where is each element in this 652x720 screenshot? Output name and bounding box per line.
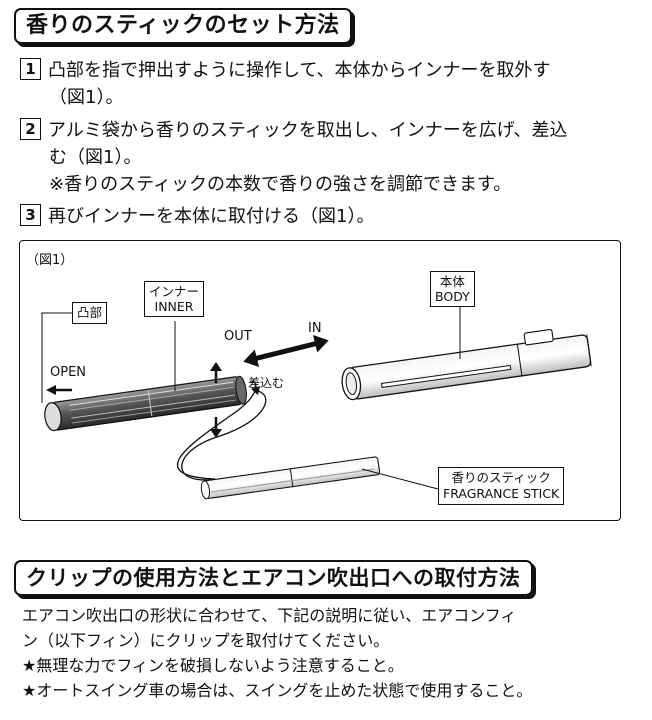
callout-stick: 香りのスティック FRAGRANCE STICK <box>438 467 565 505</box>
step-2: 2 アルミ袋から香りのスティックを取出し、インナーを広げ、差込 む（図1）。 ※香… <box>20 117 567 198</box>
callout-inner: インナー INNER <box>144 281 205 317</box>
body-en-label: BODY <box>435 289 470 304</box>
leader-stick <box>361 468 439 490</box>
step-number: 2 <box>20 118 41 140</box>
inner-jp-label: インナー <box>149 284 200 299</box>
callout-body: 本体 BODY <box>430 271 475 307</box>
step-text: む（図1）。 <box>49 147 142 168</box>
step-3: 3 再びインナーを本体に取付ける（図1）。 <box>20 203 374 230</box>
sashikomu-label: 差込む <box>248 376 285 390</box>
figure-illustration <box>41 307 592 500</box>
clip-instruction-line-1: エアコン吹出口の形状に合わせて、下記の説明に従い、エアコンフィ <box>22 606 517 625</box>
step-text: アルミ袋から香りのスティックを取出し、インナーを広げ、差込 <box>48 120 568 141</box>
step-text: 再びインナーを本体に取付ける（図1）。 <box>48 206 375 227</box>
section-title-clip-usage: クリップの使用方法とエアコン吹出口への取付方法 <box>14 560 533 596</box>
out-label: OUT <box>224 329 252 344</box>
step-note: ※香りのスティックの本数で香りの強さを調節できます。 <box>49 174 512 195</box>
inner-en-label: INNER <box>154 299 194 314</box>
clip-warning-1: ★無理な力でフィンを破損しないよう注意すること。 <box>22 656 404 675</box>
stick-en-label: FRAGRANCE STICK <box>443 486 560 501</box>
step-text: （図1）。 <box>49 87 124 108</box>
inner-tube-drawing <box>44 375 247 432</box>
body-tube-drawing <box>341 328 592 401</box>
in-label: IN <box>308 321 322 336</box>
step-number: 1 <box>20 58 41 80</box>
step-number: 3 <box>20 204 41 226</box>
stick-jp-label: 香りのスティック <box>451 470 551 485</box>
body-jp-label: 本体 <box>439 274 465 289</box>
open-arrow <box>46 385 72 395</box>
figure-caption: （図1） <box>26 253 74 268</box>
totsubu-label: 凸部 <box>77 305 103 320</box>
open-label: OPEN <box>50 365 87 380</box>
figure-1: （図1） 凸部 インナー INNER 本体 BODY 香りのスティック FRAG… <box>19 240 621 521</box>
step-text: 凸部を指で押出すように操作して、本体からインナーを取外す <box>48 60 551 81</box>
clip-warning-2: ★オートスイング車の場合は、スイングを止めた状態で使用すること。 <box>22 681 533 700</box>
fragrance-stick-drawing <box>200 456 381 500</box>
insert-path-curve <box>181 390 267 481</box>
step-1: 1 凸部を指で押出すように操作して、本体からインナーを取外す （図1）。 <box>20 57 551 111</box>
clip-instruction-line-2: ン（以下フィン）にクリップを取付けてください。 <box>22 631 390 650</box>
leader-totsubu <box>41 312 74 403</box>
expand-arrows <box>210 362 222 438</box>
out-in-arrow <box>243 335 329 367</box>
callout-totsubu: 凸部 <box>72 302 108 324</box>
section-title-stick-setup: 香りのスティックのセット方法 <box>14 8 352 44</box>
